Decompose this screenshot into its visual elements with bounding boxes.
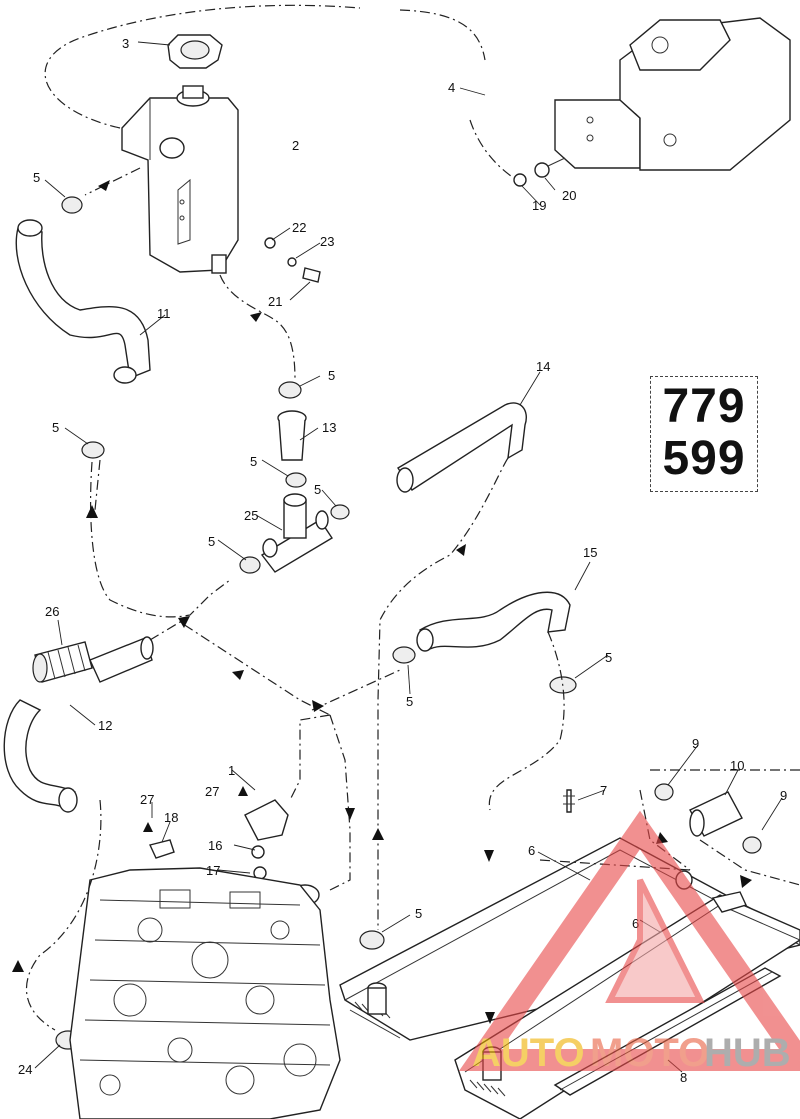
callout-27: 27 (140, 792, 154, 807)
hose-14 (396, 402, 527, 493)
callout-labels: 1 2 3 4 5 5 5 5 5 5 5 5 5 6 6 7 8 9 9 10… (18, 36, 787, 1085)
hose-13 (277, 410, 307, 461)
callout-2: 2 (292, 138, 299, 153)
callout-10: 10 (730, 758, 744, 773)
callout-14: 14 (536, 359, 550, 374)
callout-19: 19 (532, 198, 546, 213)
callout-9: 9 (692, 736, 699, 751)
callout-4: 4 (448, 80, 455, 95)
watermark-auto: AUTO (472, 1031, 585, 1075)
leader-lines (34, 41, 783, 1073)
callout-15: 15 (583, 545, 597, 560)
callout-9: 9 (780, 788, 787, 803)
sleeve-26 (32, 641, 93, 683)
callout-17: 17 (206, 863, 220, 878)
hose-10 (654, 783, 762, 854)
bleeder-7 (563, 789, 575, 813)
hose-11 (15, 219, 151, 384)
reference-number-bottom: 599 (662, 432, 746, 485)
clamps (55, 196, 577, 1050)
callout-27: 27 (205, 784, 219, 799)
callout-6: 6 (632, 916, 639, 931)
hose-15 (416, 591, 571, 652)
reference-number-top: 779 (662, 380, 746, 433)
hose-12 (3, 636, 154, 813)
flow-arrows (12, 180, 752, 1024)
callout-1: 1 (228, 763, 235, 778)
callout-7: 7 (600, 783, 607, 798)
callout-5: 5 (33, 170, 40, 185)
engine-block (69, 867, 341, 1119)
reference-number-box: 779 599 (650, 376, 758, 492)
callout-8: 8 (680, 1070, 687, 1085)
fitting-19-20 (513, 157, 566, 187)
callout-5: 5 (328, 368, 335, 383)
watermark-hub: HUB (704, 1031, 791, 1075)
callout-16: 16 (208, 838, 222, 853)
callout-21: 21 (268, 294, 282, 309)
coolant-tank (121, 85, 239, 274)
callout-6: 6 (528, 843, 535, 858)
callout-5: 5 (250, 454, 257, 469)
callout-5: 5 (415, 906, 422, 921)
tank-fittings (264, 237, 321, 283)
callout-5: 5 (406, 694, 413, 709)
callout-5: 5 (605, 650, 612, 665)
callout-3: 3 (122, 36, 129, 51)
callout-22: 22 (292, 220, 306, 235)
callout-5: 5 (52, 420, 59, 435)
engine-block-upper (554, 17, 791, 171)
callout-20: 20 (562, 188, 576, 203)
callout-24: 24 (18, 1062, 32, 1077)
callout-5: 5 (208, 534, 215, 549)
callout-13: 13 (322, 420, 336, 435)
callout-25: 25 (244, 508, 258, 523)
callout-11: 11 (157, 306, 171, 321)
callout-26: 26 (45, 604, 59, 619)
callout-23: 23 (320, 234, 334, 249)
radiator-cap (167, 34, 223, 69)
automotohub-watermark: AUTO MOTO HUB (458, 810, 800, 1075)
tee-25 (260, 493, 333, 573)
callout-18: 18 (164, 810, 178, 825)
watermark-moto: MOTO (590, 1031, 709, 1075)
callout-12: 12 (98, 718, 112, 733)
callout-5: 5 (314, 482, 321, 497)
